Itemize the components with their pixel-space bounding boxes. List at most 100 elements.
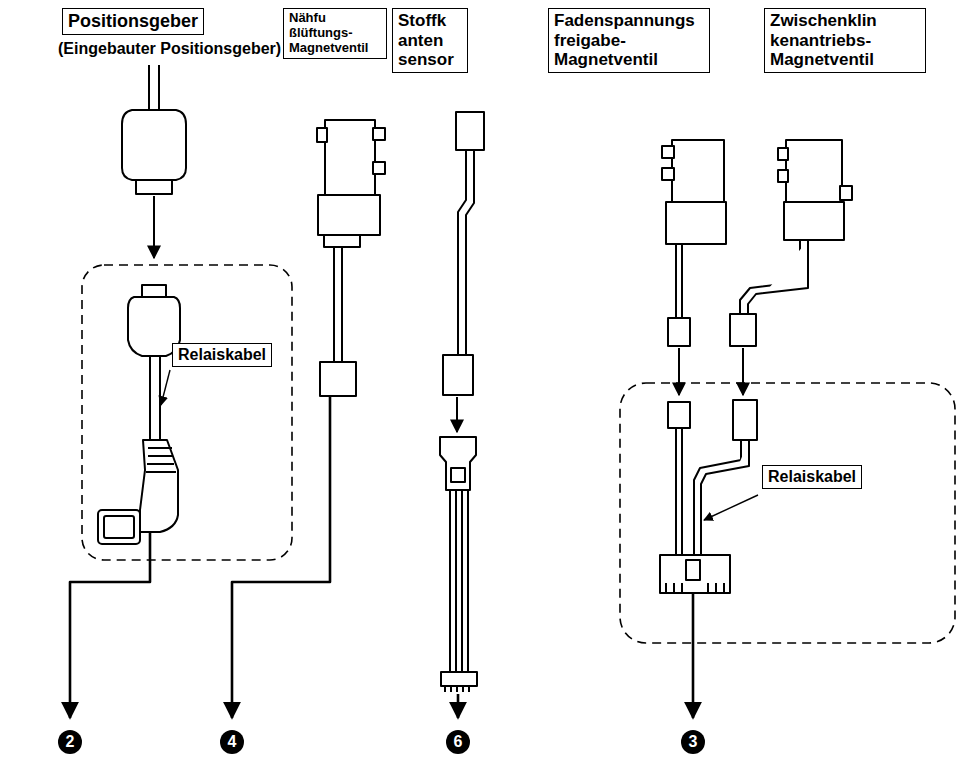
- sensor: [458, 150, 466, 355]
- valve: [786, 140, 842, 202]
- callout-number: 4: [220, 730, 244, 754]
- valve: [672, 140, 724, 202]
- relay-harness: [455, 490, 457, 672]
- sensor: [443, 112, 484, 395]
- sensor: [456, 112, 484, 150]
- label-text: Relaiskabel: [768, 468, 856, 486]
- label-box: Nähfu ßlüftungs- Magnetventil: [283, 8, 387, 59]
- arrow: [153, 196, 155, 258]
- relay-cable-plug: [146, 448, 176, 472]
- label-text: Nähfu ßlüftungs- Magnetventil: [289, 11, 381, 56]
- sensor: [443, 355, 473, 395]
- arrow: [742, 348, 744, 395]
- relay-cable-plug: [98, 285, 180, 544]
- relay-harness: [686, 560, 700, 580]
- relay-harness: [660, 400, 757, 593]
- dashed-group: [82, 265, 292, 560]
- label-text: Relaiskabel: [178, 346, 266, 364]
- label-text: Fadenspannungs freigabe- Magnetventil: [554, 11, 704, 70]
- valve: [784, 202, 844, 240]
- position-sensor-cable: [149, 65, 159, 110]
- callout-disc: [446, 730, 470, 754]
- valve: [324, 235, 360, 247]
- valve: [666, 202, 726, 244]
- label-box: Stoffk anten sensor: [392, 8, 468, 73]
- relay-harness: [675, 428, 677, 555]
- valve: [730, 140, 852, 346]
- callout-disc: [220, 730, 244, 754]
- relay-harness: [666, 583, 724, 593]
- callout-number: 2: [58, 730, 82, 754]
- relay-cable-plug: [159, 356, 161, 440]
- relay-harness: [467, 490, 469, 672]
- relay-cable-plug: [142, 285, 166, 297]
- relay-harness: [461, 490, 463, 672]
- dashed-group: [620, 383, 955, 643]
- relay-cable-plug: [98, 510, 140, 544]
- valve: [341, 247, 343, 362]
- part-note: (Eingebauter Positionsgeber): [58, 40, 281, 58]
- relay-harness: [701, 440, 749, 555]
- valve: [318, 195, 380, 235]
- arrow: [457, 694, 460, 718]
- arrow: [456, 397, 458, 432]
- relay-harness: [441, 672, 477, 686]
- relay-cable-plug: [104, 516, 134, 538]
- label-box: Relaiskabel: [762, 465, 862, 489]
- valve: [681, 244, 683, 318]
- position-sensor-cable: [148, 65, 150, 110]
- valve: [778, 170, 788, 182]
- valve: [675, 244, 677, 318]
- relay-harness: [440, 437, 477, 692]
- position-sensor-plug: [136, 180, 172, 194]
- valve: [333, 247, 335, 362]
- wire: [232, 396, 330, 718]
- relay-harness: [681, 428, 683, 555]
- valve: [325, 120, 375, 195]
- valve: [320, 362, 356, 396]
- label-text: Stoffk anten sensor: [398, 11, 462, 70]
- label-box: Zwischenklin kenantriebs- Magnetventil: [764, 8, 926, 73]
- leader-line: [161, 370, 170, 405]
- callout-number: 6: [446, 730, 470, 754]
- valve: [662, 146, 674, 158]
- label-text: Positionsgeber: [68, 11, 198, 32]
- callout-disc: [58, 730, 82, 754]
- relay-harness: [440, 437, 476, 490]
- arrow: [678, 348, 680, 395]
- position-sensor-cable: [158, 65, 160, 110]
- relay-cable-plug: [140, 440, 178, 532]
- callout-number: 3: [681, 730, 705, 754]
- valve: [662, 140, 726, 346]
- dashed-group: [82, 265, 955, 643]
- callout-disc: [681, 730, 705, 754]
- position-sensor-plug: [122, 110, 186, 180]
- illustration: [58, 65, 955, 754]
- relay-harness: [660, 555, 730, 593]
- label-text: Zwischenklin kenantriebs- Magnetventil: [770, 11, 920, 70]
- relay-harness: [451, 468, 465, 482]
- sensor: [466, 150, 474, 355]
- arrow: [692, 594, 695, 718]
- valve: [373, 128, 385, 140]
- leader-line: [704, 495, 758, 520]
- valve: [730, 314, 756, 346]
- valve: [373, 162, 385, 174]
- valve: [317, 128, 327, 142]
- valve: [748, 240, 808, 314]
- relay-harness: [449, 490, 451, 672]
- valve: [662, 168, 674, 180]
- relay-harness: [733, 400, 757, 440]
- label-box: Relaiskabel: [172, 343, 272, 367]
- label-box: Positionsgeber: [62, 8, 204, 35]
- callout-disc: [58, 730, 705, 754]
- relay-harness: [445, 686, 469, 692]
- valve: [778, 148, 788, 160]
- label-box: Fadenspannungs freigabe- Magnetventil: [548, 8, 710, 73]
- wire: [70, 532, 150, 718]
- valve: [317, 120, 385, 396]
- valve: [840, 186, 852, 200]
